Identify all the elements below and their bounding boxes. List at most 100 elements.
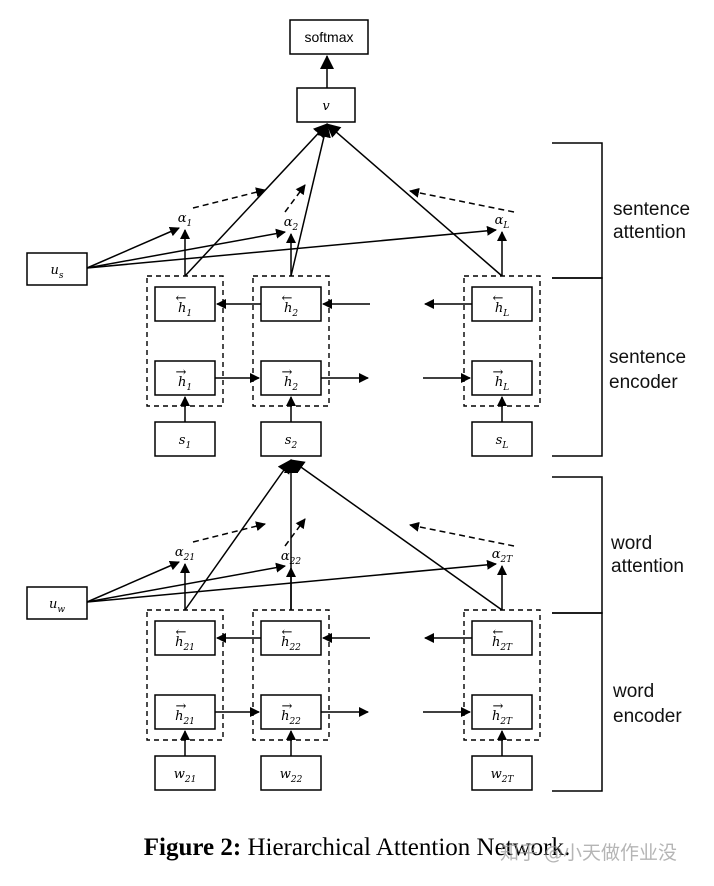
word-backward-label: h22 [281, 635, 301, 653]
sentence-alpha: α1 [178, 211, 193, 229]
softmax-node: softmax [289, 19, 369, 55]
sentence-forward-state: h2→ [260, 360, 322, 396]
word-backward-state: h21← [154, 620, 216, 656]
sentence-alpha-weight-arrow [192, 187, 266, 209]
sentence-alpha-weight-arrow [409, 187, 515, 213]
word-input: w2T [471, 755, 533, 791]
word-weighted-sum-line [184, 459, 292, 611]
bracket-word-attention [552, 476, 603, 614]
word-input-label: w21 [174, 767, 197, 785]
word-input-label: w2T [491, 767, 515, 785]
label-sentence-attention-2: attention [613, 222, 686, 243]
backward-arrow-accent: ← [282, 291, 293, 306]
word-alpha-weight-arrow [409, 521, 515, 547]
word-backward-label: h2T [492, 635, 513, 653]
sentence-forward-label: hL [495, 375, 509, 393]
word-forward-label: h21 [175, 709, 195, 727]
word-forward-state: h2T→ [471, 694, 533, 730]
word-forward-state: h21→ [154, 694, 216, 730]
softmax-label: softmax [304, 29, 353, 45]
forward-arrow-accent: → [493, 365, 504, 380]
figure-caption: Figure 2: Hierarchical Attention Network… [0, 834, 714, 862]
sentence-input-label: s2 [285, 433, 298, 451]
sentence-input: s1 [154, 421, 216, 457]
caption-text: Hierarchical Attention Network. [241, 834, 571, 861]
sentence-input: s2 [260, 421, 322, 457]
sentence-backward-label: h2 [284, 301, 298, 319]
sentence-input-label: s1 [179, 433, 191, 451]
forward-arrow-accent: → [282, 365, 293, 380]
word-alpha-weight-arrow [284, 518, 306, 547]
caption-prefix: Figure 2: [143, 834, 242, 861]
sentence-forward-label: h1 [178, 375, 192, 393]
word-forward-state: h22→ [260, 694, 322, 730]
word-backward-state: h2T← [471, 620, 533, 656]
forward-arrow-accent: → [282, 699, 293, 714]
forward-arrow-accent: → [493, 699, 504, 714]
word-alpha-label: α2T [492, 547, 514, 565]
sentence-backward-state: h2← [260, 286, 322, 322]
word-input: w22 [260, 755, 322, 791]
sentence-context-to-alpha-arrow [86, 225, 497, 269]
sentence-backward-state: hL← [471, 286, 533, 322]
word-backward-state: h22← [260, 620, 322, 656]
word-weighted-sum-line [290, 459, 503, 611]
sentence-weighted-sum-line [326, 123, 503, 277]
v-label: v [322, 99, 330, 114]
word-context-vector: uw [26, 586, 88, 620]
sentence-forward-state: hL→ [471, 360, 533, 396]
sentence-context-to-alpha-arrow [86, 228, 286, 269]
sentence-forward-state: h1→ [154, 360, 216, 396]
label-sentence-encoder-2: encoder [609, 372, 678, 393]
word-alpha: α2T [492, 547, 514, 565]
bracket-sentence-attention [552, 142, 603, 279]
word-level: uwh21←h21→w21α21h22←h22→w22α22h2T←h2T→w2… [26, 545, 541, 791]
word-forward-label: h22 [281, 709, 301, 727]
sentence-forward-label: h2 [284, 375, 298, 393]
backward-arrow-accent: ← [176, 291, 187, 306]
word-alpha-weight-arrow [192, 521, 266, 543]
label-word-encoder-2: encoder [613, 706, 682, 727]
label-word-attention-2: attention [611, 556, 684, 577]
v-node: v [296, 87, 356, 123]
forward-arrow-accent: → [176, 365, 187, 380]
backward-arrow-accent: ← [493, 291, 504, 306]
sentence-alpha: αL [495, 213, 510, 231]
sentence-alpha-label: α1 [178, 211, 193, 229]
word-context-to-alpha-arrow [86, 562, 286, 603]
sentence-weighted-sum-line [290, 123, 331, 277]
label-sentence-attention-1: sentence [613, 199, 690, 220]
word-input-label: w22 [280, 767, 303, 785]
sentence-backward-label: h1 [178, 301, 192, 319]
backward-arrow-accent: ← [493, 625, 504, 640]
label-word-encoder-1: word [612, 681, 654, 702]
watermark: 知乎 @小天做作业没 [500, 842, 678, 864]
backward-arrow-accent: ← [282, 625, 293, 640]
sentence-context-label: us [51, 263, 64, 281]
label-word-attention-1: word [610, 533, 652, 554]
label-sentence-encoder-1: sentence [609, 347, 686, 368]
word-context-label: uw [49, 597, 65, 615]
sentence-input: sL [471, 421, 533, 457]
sentence-backward-state: h1← [154, 286, 216, 322]
word-context-to-alpha-arrow [86, 561, 180, 603]
sentence-alpha-weight-arrow [284, 184, 306, 213]
word-alpha: α21 [175, 545, 195, 563]
sentence-weighted-sum-line [184, 123, 328, 277]
han-diagram: softmax v ush1←h1→s1α1h2←h2→s2α2hL←hL→sL… [26, 19, 690, 792]
sentence-backward-label: hL [495, 301, 509, 319]
word-alpha-label: α22 [281, 549, 302, 567]
forward-arrow-accent: → [176, 699, 187, 714]
bracket-sentence-encoder [552, 277, 603, 457]
word-forward-label: h2T [492, 709, 513, 727]
sentence-alpha-label: α2 [284, 215, 299, 233]
backward-arrow-accent: ← [176, 625, 187, 640]
bracket-word-encoder [552, 612, 603, 792]
sentence-alpha-label: αL [495, 213, 510, 231]
word-input: w21 [154, 755, 216, 791]
sentence-context-vector: us [26, 252, 88, 286]
word-backward-label: h21 [175, 635, 195, 653]
word-alpha: α22 [281, 549, 302, 567]
word-alpha-label: α21 [175, 545, 195, 563]
